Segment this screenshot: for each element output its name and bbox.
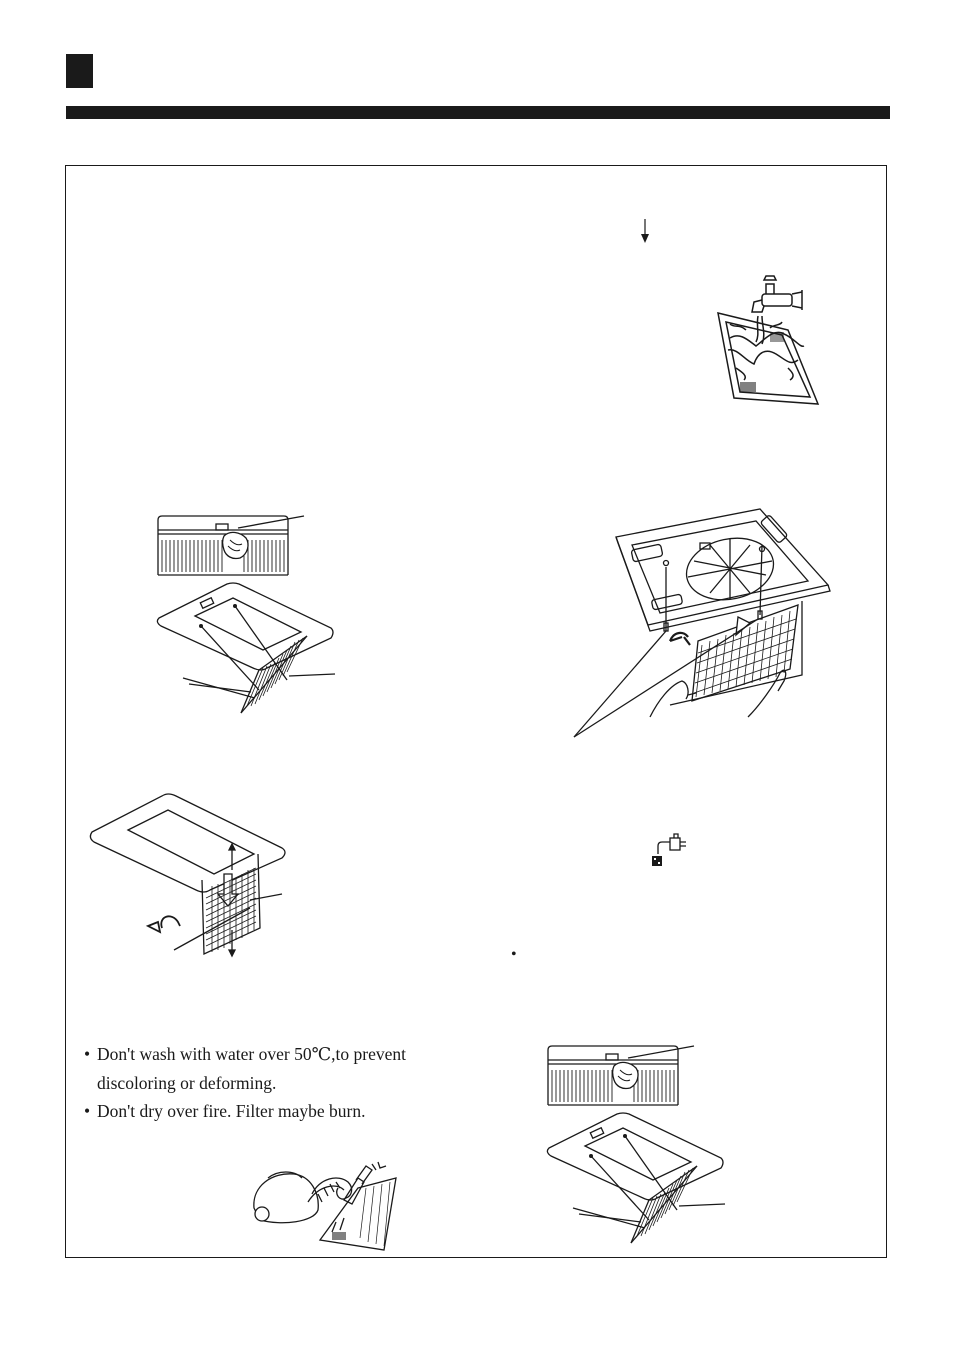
panel-filter-slide-illustration: [89, 793, 286, 958]
bullet: •: [84, 1101, 91, 1121]
note-text: Don't wash with water over 50℃,to preven…: [97, 1044, 406, 1093]
title-rule: [66, 106, 890, 119]
tap-icon: [652, 833, 686, 866]
list-bullet: •: [511, 946, 517, 963]
washing-notes: • Don't wash with water over 50℃,to prev…: [80, 1040, 460, 1126]
cassette-unit-filter-removal-illustration: [573, 508, 831, 738]
note-item: • Don't dry over fire. Filter maybe burn…: [80, 1097, 460, 1126]
filter-tab-closeup-illustration-2: [547, 1045, 695, 1106]
bullet: •: [84, 1044, 91, 1064]
panel-filter-hanging-illustration-2: [546, 1112, 726, 1244]
arrow-down-icon: [641, 219, 649, 243]
vacuum-cleaner-icon: [253, 1161, 397, 1251]
section-marker: [66, 54, 93, 88]
note-item: • Don't wash with water over 50℃,to prev…: [80, 1040, 460, 1097]
content-frame: [65, 165, 887, 1258]
note-text: Don't dry over fire. Filter maybe burn.: [97, 1101, 366, 1121]
filter-tab-closeup-illustration: [157, 515, 305, 576]
faucet-washing-filter-icon: [717, 275, 820, 405]
panel-filter-hanging-illustration: [156, 582, 336, 714]
